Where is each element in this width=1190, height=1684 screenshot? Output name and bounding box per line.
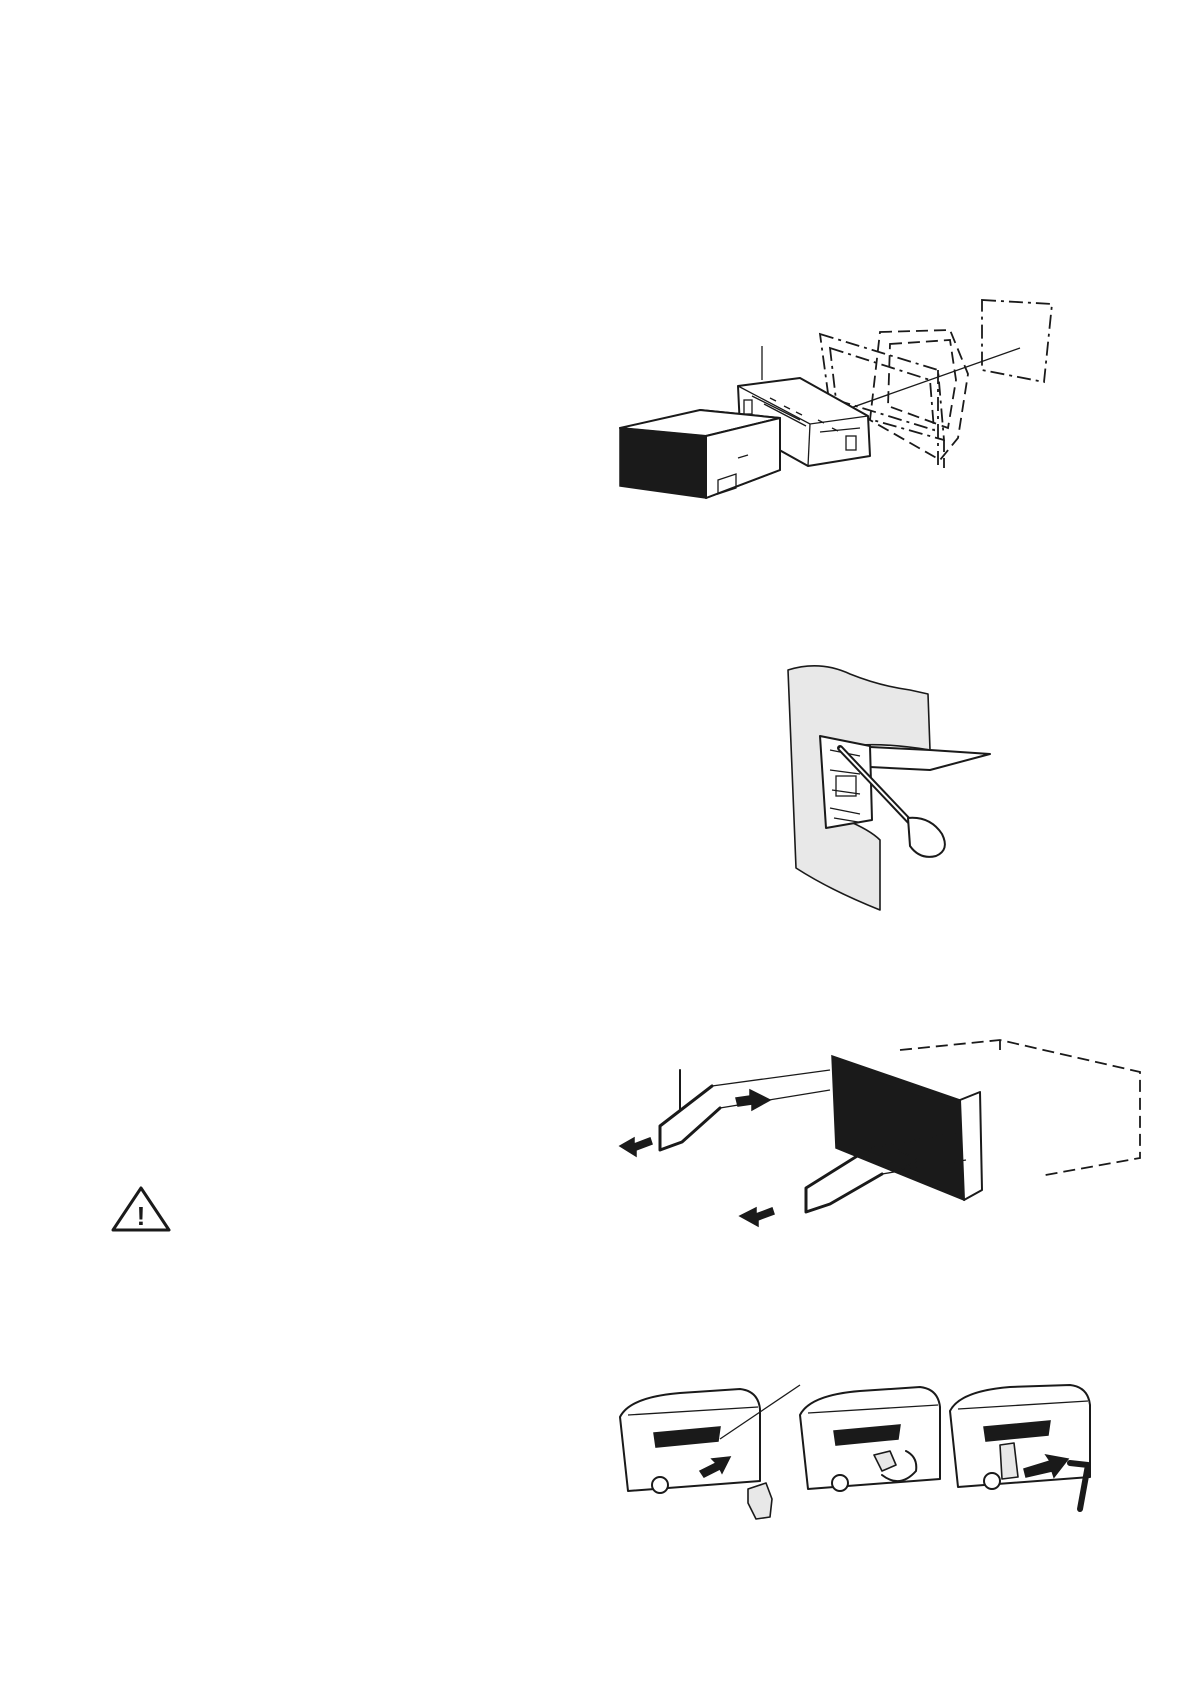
clip-icon xyxy=(620,1385,1130,1550)
removal-keys xyxy=(620,1040,1160,1260)
removal-key-icon xyxy=(620,1040,1160,1260)
screwdriver-icon xyxy=(780,650,1000,910)
strap-step-1 xyxy=(620,1385,800,1519)
warning-exclamation: ! xyxy=(137,1201,146,1231)
exploded-assembly-icon xyxy=(620,300,1160,580)
bracket-tab-bending xyxy=(780,650,1000,910)
strap-step-2 xyxy=(800,1387,940,1491)
strap-clip-attachment xyxy=(620,1385,1130,1550)
warning-triangle-icon: ! xyxy=(110,1185,172,1233)
warning-sign: ! xyxy=(110,1185,172,1233)
radio-mounting-exploded-view xyxy=(620,300,1160,580)
strap-step-3 xyxy=(950,1385,1090,1509)
